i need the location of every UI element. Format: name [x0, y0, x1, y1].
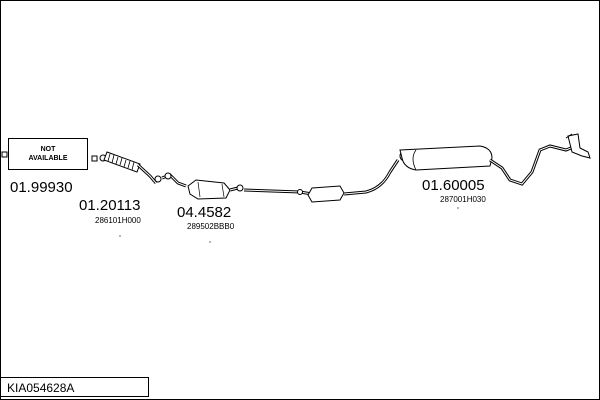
not-available-line1: NOT [40, 146, 56, 153]
oem-number-4: 287001H030 [440, 195, 486, 204]
rear-silencer-part [399, 133, 591, 186]
not-available-box: NOT AVAILABLE [8, 138, 88, 170]
part-number-3[interactable]: 04.4582 [177, 204, 232, 221]
oem-number-2: 286101H000 [95, 216, 141, 225]
not-available-line2: AVAILABLE [28, 155, 68, 162]
catalytic-converter-part [161, 172, 244, 200]
reference-label: KIA054628A [0, 377, 149, 397]
middle-pipe-part [243, 159, 400, 203]
part-number-1[interactable]: 01.99930 [10, 179, 73, 196]
right-connector-icon [91, 155, 98, 162]
oem-number-3: 289502BBB0 [187, 222, 235, 231]
flex-pipe-part [99, 151, 162, 184]
part-number-4[interactable]: 01.60005 [422, 177, 485, 194]
part-number-2[interactable]: 01.20113 [79, 197, 141, 214]
left-connector-icon [1, 151, 8, 158]
